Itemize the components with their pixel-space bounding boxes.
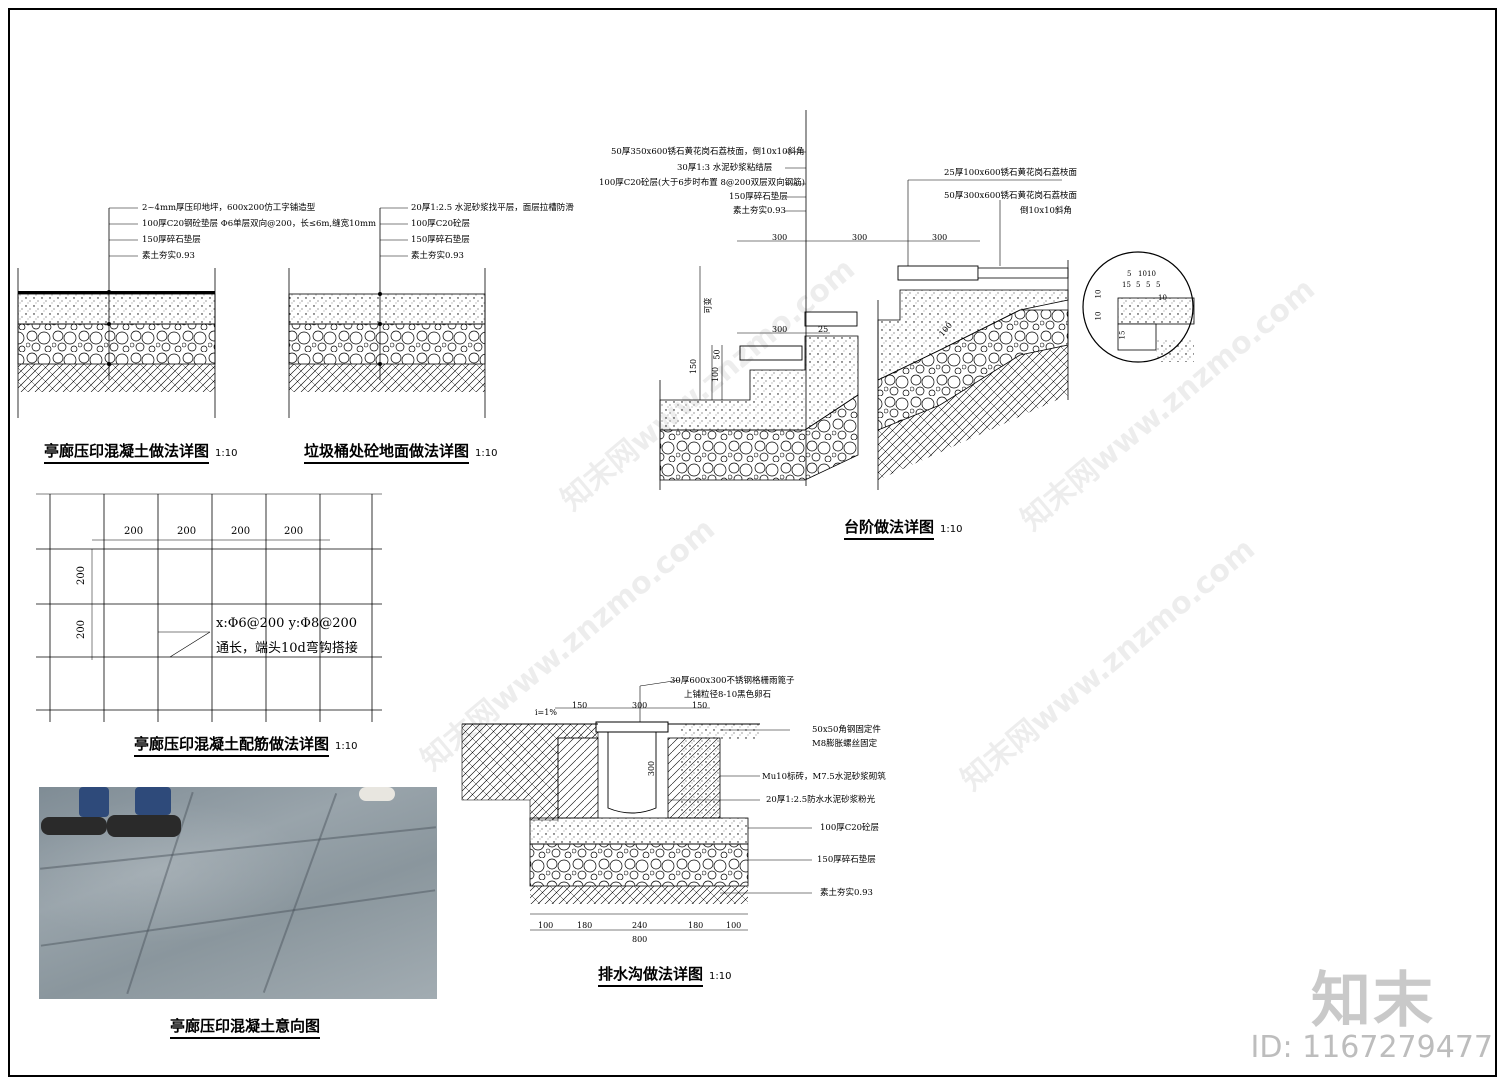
circle-dim-1: 5 <box>1127 270 1132 278</box>
bin-section <box>288 207 486 418</box>
step-dim-var: 可变 <box>703 297 713 314</box>
drain-dim-b5: 100 <box>726 921 742 930</box>
rebar-dim-v2: 200 <box>76 619 88 640</box>
stamped-section <box>17 207 216 418</box>
rebar-dim-h1: 200 <box>124 526 144 537</box>
circle-dim-10: 15 <box>1118 330 1127 340</box>
brand-logo: 知末 <box>1311 966 1435 1036</box>
note-stamped-3: 150厚碎石垫层 <box>142 235 201 245</box>
note-steps-5: 素土夯实0.93 <box>733 206 786 216</box>
drain-dim-b1: 100 <box>538 921 554 930</box>
rebar-dim-h4: 200 <box>284 526 304 537</box>
circle-dim-7: 5 <box>1146 281 1151 289</box>
note-drain-t2: 上铺粒径8-10黑色卵石 <box>684 690 772 700</box>
circle-dim-3: 10 <box>1147 270 1156 278</box>
step-dim-2: 300 <box>852 233 868 242</box>
title-photo: 亭廊压印混凝土意向图 <box>170 1015 321 1039</box>
circle-dim-4: 10 <box>1094 289 1103 299</box>
rebar-grid <box>36 493 382 722</box>
note-bin-3: 150厚碎石垫层 <box>411 235 470 245</box>
step-dim-25: 25 <box>818 325 829 334</box>
note-drain-r1: 50x50角钢固定件 <box>812 725 881 735</box>
rebar-dim-h3: 200 <box>231 526 251 537</box>
step-dim-1: 300 <box>772 233 788 242</box>
circle-dim-6: 5 <box>1136 281 1141 289</box>
drain-dim-t1: 150 <box>572 701 588 710</box>
note-drain-r4: 20厚1:2.5防水水泥砂浆粉光 <box>766 795 876 805</box>
note-drain-r7: 素土夯实0.93 <box>820 888 873 898</box>
drain-dim-b4: 180 <box>688 921 704 930</box>
rebar-spec: x:Φ6@200 y:Φ8@200 <box>216 616 358 631</box>
note-bin-4: 素土夯实0.93 <box>411 251 464 261</box>
note-drain-r2: M8膨胀螺丝固定 <box>812 739 878 749</box>
note-steps-4: 150厚碎石垫层 <box>729 192 788 202</box>
note-bin-1: 20厚1:2.5 水泥砂浆找平层，面层拉槽防滑 <box>411 203 574 213</box>
note-stamped-2: 100厚C20钢砼垫层 Φ6单层双向@200，长≤6m,缝宽10mm <box>142 219 377 229</box>
note-bin-2: 100厚C20砼层 <box>411 219 471 229</box>
circle-dim-5: 15 <box>1122 281 1131 289</box>
image-id: ID: 1167279477 <box>1250 1030 1493 1065</box>
rebar-dim-h2: 200 <box>177 526 197 537</box>
steps-section <box>659 110 1195 490</box>
drain-dim-total: 800 <box>632 935 648 944</box>
note-steps-r2: 50厚300x600锈石黄花岗石荔枝面 <box>944 191 1078 201</box>
drain-depth: 300 <box>647 760 657 777</box>
drain-dim-b2: 180 <box>577 921 593 930</box>
reference-photo <box>39 787 437 999</box>
circle-dim-9: 10 <box>1094 311 1103 321</box>
note-steps-1: 50厚350x600锈石黄花岗石荔枝面，倒10x10斜角 <box>611 147 805 157</box>
note-steps-r3: 倒10x10斜角 <box>1020 206 1072 216</box>
step-dim-3: 300 <box>932 233 948 242</box>
note-drain-r6: 150厚碎石垫层 <box>817 855 876 865</box>
circle-dim-8: 5 <box>1156 281 1161 289</box>
note-stamped-1: 2~4mm厚压印地坪，600x200仿工字铺造型 <box>142 203 316 213</box>
note-drain-r5: 100厚C20砼层 <box>820 823 880 833</box>
note-steps-3: 100厚C20砼层(大于6步时布置 8@200双层双向钢筋) <box>599 178 805 188</box>
drain-dim-t2: 300 <box>632 701 648 710</box>
step-dim-4: 300 <box>772 325 788 334</box>
circle-dim-11: 10 <box>1158 294 1167 302</box>
note-steps-r1: 25厚100x600锈石黄花岗石荔枝面 <box>944 168 1078 178</box>
sheet-border <box>8 8 1497 1077</box>
drain-dim-b3: 240 <box>632 921 648 930</box>
note-drain-t1: 30厚600x300不锈钢格栅雨篦子 <box>670 676 795 686</box>
drain-section <box>461 679 812 931</box>
note-steps-2: 30厚1:3 水泥砂浆粘结层 <box>677 163 773 173</box>
rebar-dim-v1: 200 <box>76 565 88 586</box>
note-drain-r3: Mu10标砖，M7.5水泥砂浆砌筑 <box>762 772 886 782</box>
drain-dim-t3: 150 <box>692 701 708 710</box>
circle-dim-2: 10 <box>1138 270 1147 278</box>
drain-slope: i=1% <box>535 708 557 717</box>
note-stamped-4: 素土夯实0.93 <box>142 251 195 261</box>
rebar-note: 通长，端头10d弯钩搭接 <box>216 641 358 656</box>
